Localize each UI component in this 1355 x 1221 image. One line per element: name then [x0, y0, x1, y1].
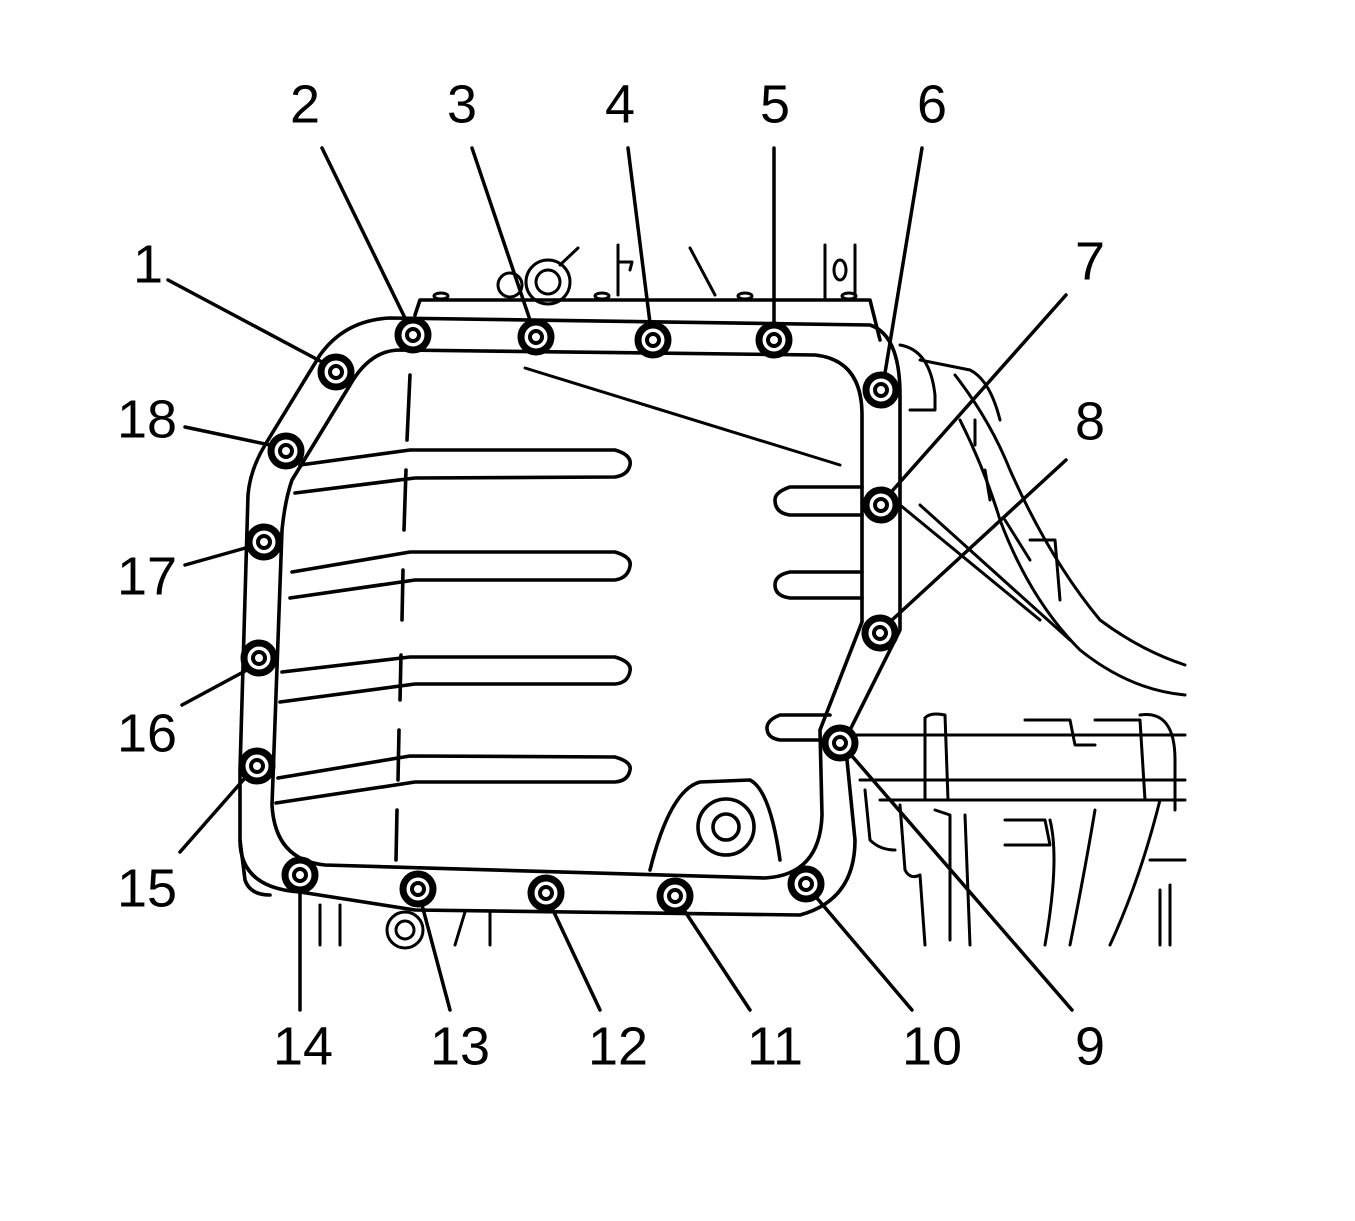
leader-18: [183, 425, 272, 447]
oil-pan: [238, 316, 902, 950]
bolt-1: [317, 353, 355, 391]
label-2: 2: [290, 74, 320, 134]
bolt-9: [821, 724, 859, 762]
bolt-18: [267, 432, 305, 470]
label-12: 12: [588, 1016, 648, 1076]
leader-12: [550, 906, 602, 1012]
bolt-number-labels: 1 2 3 4 5 6 7 8 9 10 11 12 13 14 15 16 1…: [117, 74, 1105, 1076]
label-3: 3: [447, 74, 477, 134]
label-11: 11: [747, 1016, 803, 1076]
leader-6: [883, 146, 924, 375]
bolt-10: [787, 865, 825, 903]
leader-2: [320, 146, 407, 320]
label-14: 14: [273, 1016, 333, 1076]
leader-7: [891, 293, 1068, 492]
leader-1: [166, 278, 324, 364]
leader-8: [890, 458, 1068, 622]
label-10: 10: [902, 1016, 962, 1076]
leader-10: [814, 895, 914, 1012]
bolt-13: [399, 870, 437, 908]
label-4: 4: [605, 74, 635, 134]
bolt-3: [517, 318, 555, 356]
bolts: [238, 316, 900, 915]
bolt-15: [238, 747, 276, 785]
label-18: 18: [117, 389, 177, 449]
leader-13: [420, 903, 452, 1012]
label-17: 17: [117, 546, 177, 606]
leader-16: [180, 668, 249, 707]
bolt-16: [240, 639, 278, 677]
bolt-4: [634, 321, 672, 359]
label-7: 7: [1075, 231, 1105, 291]
leader-9: [850, 754, 1074, 1012]
bolt-8: [861, 614, 899, 652]
leader-lines: [166, 146, 1074, 1012]
leader-4: [626, 146, 652, 325]
leader-3: [470, 146, 532, 322]
top-components: [413, 243, 882, 342]
label-15: 15: [117, 858, 177, 918]
label-9: 9: [1075, 1016, 1105, 1076]
bolt-5: [755, 321, 793, 359]
label-13: 13: [430, 1016, 490, 1076]
background-components: [853, 343, 1187, 947]
bolt-11: [656, 877, 694, 915]
label-5: 5: [760, 74, 790, 134]
bolt-2: [394, 316, 432, 354]
bolt-14: [281, 856, 319, 894]
leader-15: [178, 776, 247, 854]
label-8: 8: [1075, 391, 1105, 451]
leader-17: [183, 545, 251, 567]
leader-11: [682, 908, 752, 1012]
bolt-7: [862, 486, 900, 524]
bolt-6: [862, 371, 900, 409]
label-1: 1: [133, 234, 163, 294]
label-6: 6: [917, 74, 947, 134]
bolt-12: [527, 874, 565, 912]
label-16: 16: [117, 703, 177, 763]
bolt-17: [245, 523, 283, 561]
